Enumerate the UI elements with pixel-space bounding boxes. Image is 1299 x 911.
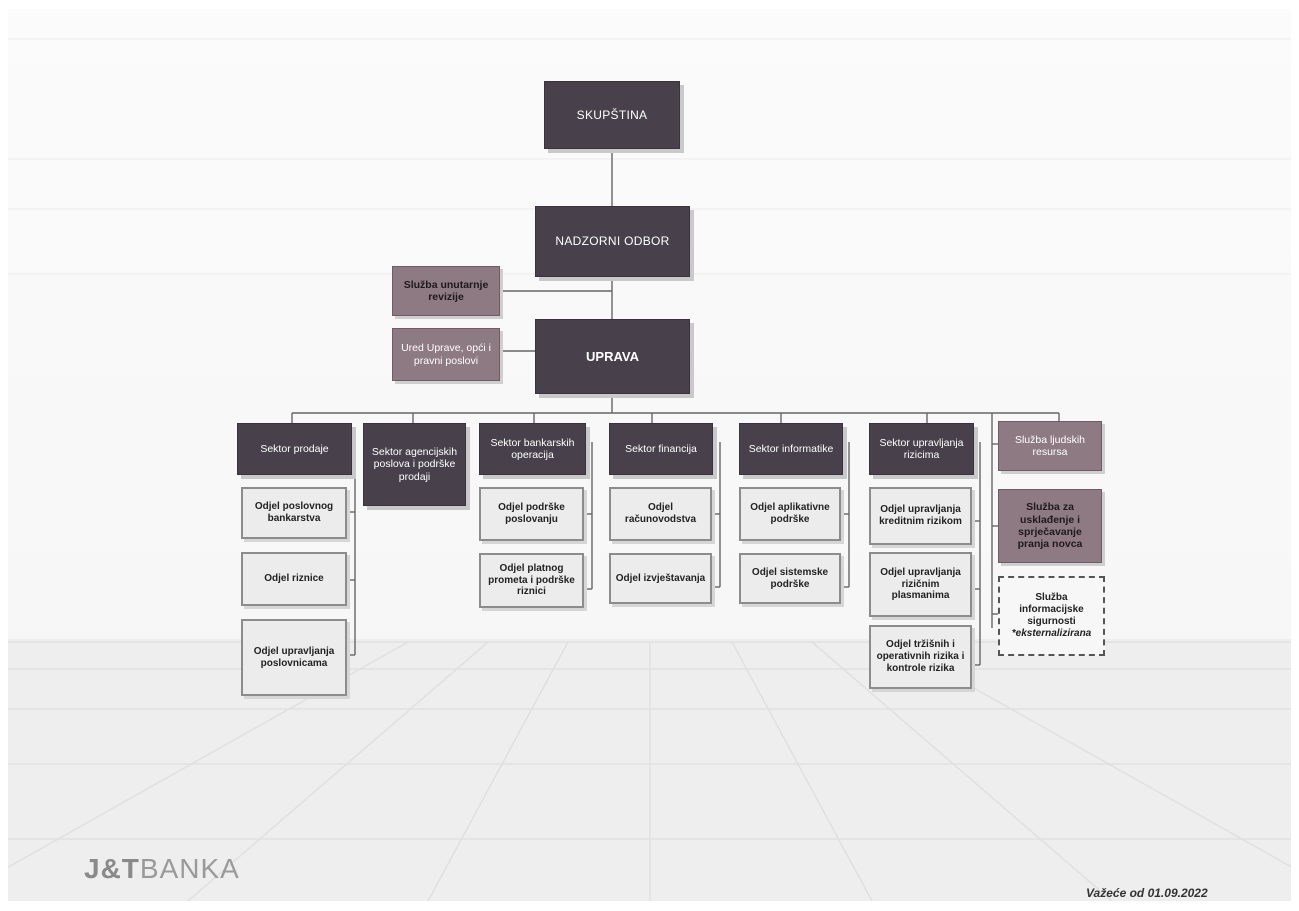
sector-agencijskih-poslova: Sektor agencijskih poslova i podrške pro… — [363, 423, 466, 506]
sector-upravljanja-rizicima: Sektor upravljanja rizicima — [869, 423, 974, 475]
logo-rest: BANKA — [139, 853, 240, 884]
odjel-podrske-poslovanju: Odjel podrške poslovanju — [479, 487, 584, 541]
sluzba-ljudskih-resursa: Služba ljudskih resursa — [998, 421, 1102, 471]
odjel-upravljanja-rizicnim-plasmanima: Odjel upravljanja rizičnim plasmanima — [869, 552, 972, 617]
odjel-upravljanja-kreditnim-rizikom: Odjel upravljanja kreditnim rizikom — [869, 487, 972, 545]
sector-financija: Sektor financija — [609, 423, 713, 475]
org-chart-page: SKUPŠTINA NADZORNI ODBOR UPRAVA Služba u… — [8, 9, 1291, 901]
uprava-box: UPRAVA — [535, 319, 690, 394]
sluzba-informacijske-sigurnosti-label: Služba informacijske sigurnosti — [1019, 592, 1084, 627]
odjel-riznice: Odjel riznice — [241, 552, 347, 606]
logo-brand: J&T — [84, 853, 140, 884]
eksternalizirana-note: *eksternalizirana — [1011, 627, 1092, 639]
sluzba-uskladenja: Služba za usklađenje i sprječavanje pran… — [998, 489, 1102, 563]
floor-background — [8, 38, 1291, 901]
odjel-trzisnih-i-operativnih-rizika: Odjel tržišnih i operativnih rizika i ko… — [869, 625, 972, 689]
ured-uprave-box: Ured Uprave, opći i pravni poslovi — [392, 328, 500, 381]
connector-lines — [291, 149, 1060, 666]
odjel-izvjestavanja: Odjel izvještavanja — [609, 553, 712, 604]
odjel-upravljanja-poslovnicama: Odjel upravljanja poslovnicama — [241, 619, 347, 696]
sluzba-unutarnje-revizije-box: Služba unutarnje revizije — [392, 266, 500, 316]
nadzorni-odbor-box: NADZORNI ODBOR — [535, 206, 690, 277]
sector-informatike: Sektor informatike — [739, 423, 843, 475]
sector-prodaje: Sektor prodaje — [237, 423, 352, 475]
odjel-platnog-prometa: Odjel platnog prometa i podrške riznici — [479, 553, 584, 608]
skupstina-box: SKUPŠTINA — [544, 81, 680, 149]
jt-banka-logo: J&TBANKA — [84, 853, 240, 885]
sector-bankarskih-operacija: Sektor bankarskih operacija — [479, 423, 586, 475]
odjel-aplikativne-podrske: Odjel aplikativne podrške — [739, 487, 841, 541]
sluzba-informacijske-sigurnosti: Služba informacijske sigurnosti *ekstern… — [998, 576, 1105, 656]
validity-date: Važeće od 01.09.2022 — [1086, 886, 1208, 900]
odjel-racunovodstva: Odjel računovodstva — [609, 487, 712, 541]
odjel-sistemske-podrske: Odjel sistemske podrške — [739, 553, 841, 604]
odjel-poslovnog-bankarstva: Odjel poslovnog bankarstva — [241, 487, 347, 539]
